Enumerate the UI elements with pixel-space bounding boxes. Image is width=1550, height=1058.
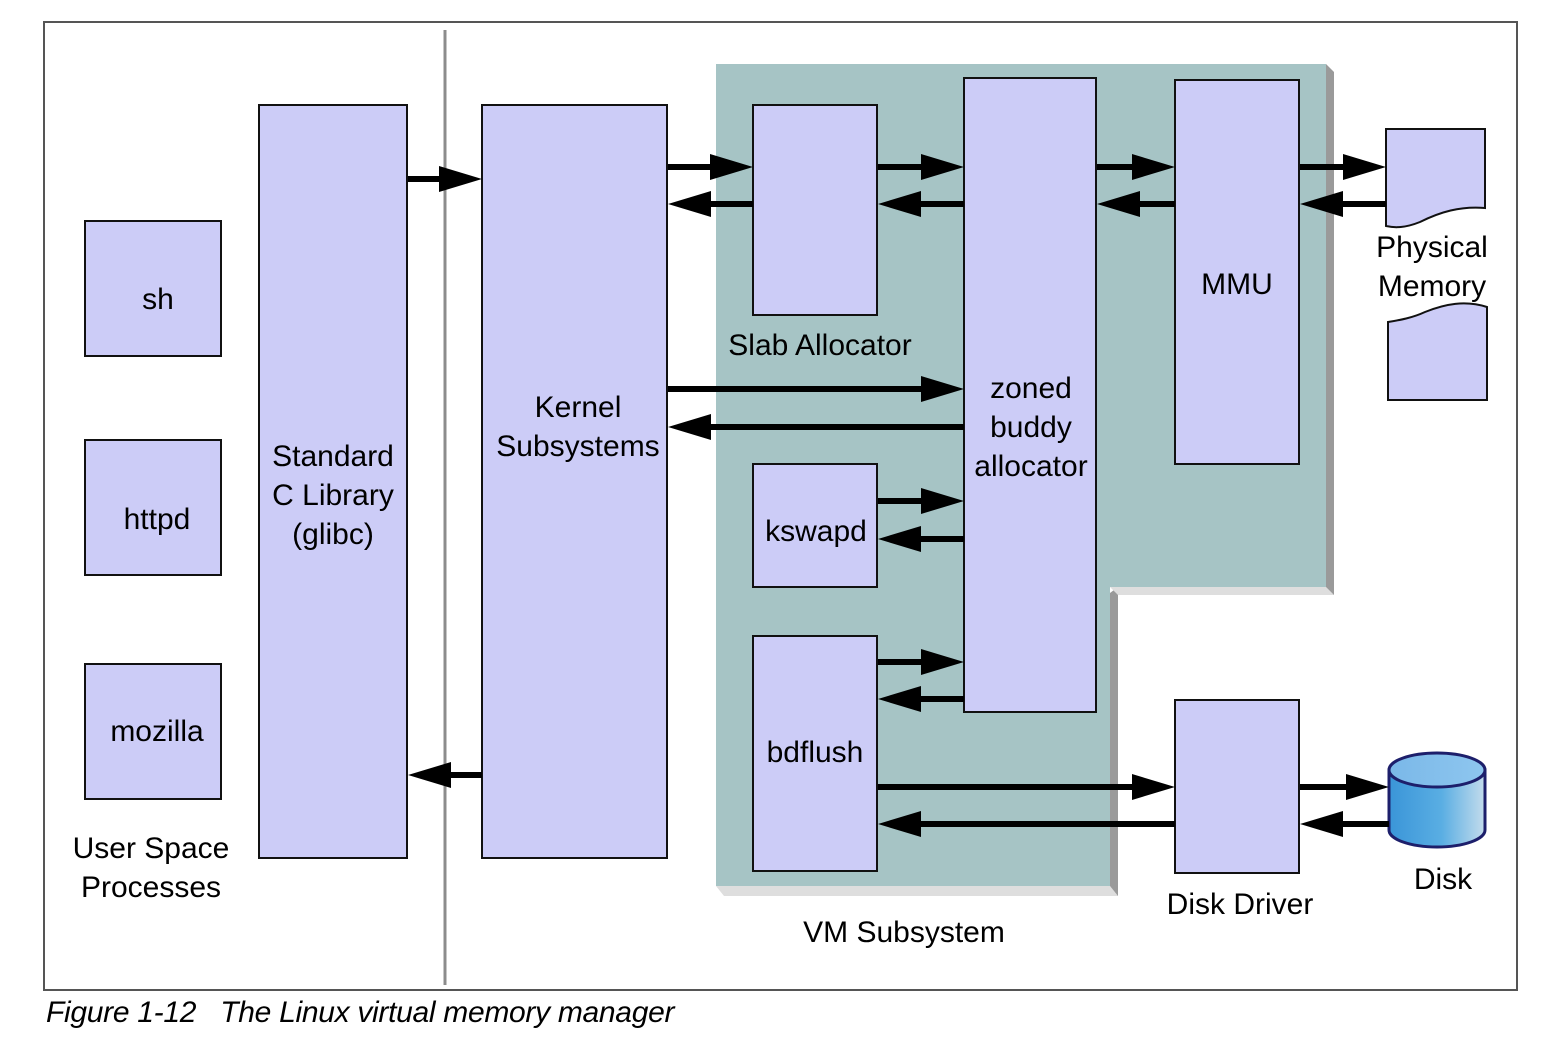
arrow-disk-driver-to-disk [1300,774,1389,800]
arrow-head [1132,154,1175,180]
physical-memory-label-line2: Memory [1378,270,1486,303]
arrow-head [1343,154,1386,180]
kernel-subsystems-box[interactable]: Kernel Subsystems [481,104,668,859]
arrow-disk-driver-to-bdflush [878,811,1175,837]
arrows-layer [408,154,1389,837]
arrow-head [878,526,921,552]
arrow-buddy-to-bdflush [878,686,964,712]
arrow-bdflush-to-disk-driver [878,774,1175,800]
arrow-mmu-to-buddy [1097,191,1175,217]
disk-icon[interactable] [1387,751,1487,849]
arrow-disk-to-disk-driver [1300,811,1389,837]
arrow-kernel-to-buddy [668,376,964,402]
vm-subsystem-label: VM Subsystem [803,916,1005,949]
kswapd-box[interactable]: kswapd [752,463,878,588]
arrow-bdflush-to-buddy [878,649,964,675]
arrow-buddy-to-mmu [1097,154,1175,180]
kernel-label-line2: Subsystems [496,430,659,463]
mmu-label: MMU [1201,268,1273,301]
arrow-buddy-to-kswapd [878,526,964,552]
arrow-mmu-to-physical-memory [1300,154,1386,180]
kernel-label-line1: Kernel [535,391,622,424]
buddy-allocator-box[interactable]: zoned buddy allocator [963,77,1097,713]
arrow-head [921,649,964,675]
arrow-physical-memory-to-mmu [1300,191,1386,217]
arrow-head [668,191,711,217]
disk-label: Disk [1414,863,1473,896]
figure-caption-text: The Linux virtual memory manager [220,996,675,1029]
figure-caption-label: Figure 1-12 [46,996,197,1029]
arrow-head [921,488,964,514]
arrow-head [878,686,921,712]
process-sh-label: sh [142,283,174,316]
figure-caption: Figure 1-12 The Linux virtual memory man… [46,996,674,1030]
process-mozilla-label: mozilla [110,715,204,748]
arrow-head [710,154,753,180]
arrow-slab-to-kernel [668,191,753,217]
arrow-buddy-to-kernel [668,414,964,440]
arrow-kswapd-to-buddy [878,488,964,514]
arrow-head [439,166,482,192]
glibc-box[interactable]: Standard C Library (glibc) [258,104,408,859]
disk-driver-label: Disk Driver [1167,888,1314,921]
bdflush-label: bdflush [767,736,864,769]
slab-allocator-label: Slab Allocator [728,329,911,362]
mmu-box[interactable]: MMU [1174,79,1300,465]
kswapd-label: kswapd [765,515,867,548]
arrow-kernel-to-glibc [408,762,482,788]
arrow-head [921,376,964,402]
arrow-kernel-to-slab [668,154,753,180]
glibc-label-line3: (glibc) [292,518,374,551]
arrow-head [1300,811,1343,837]
arrow-head [921,154,964,180]
arrow-head [878,811,921,837]
arrow-glibc-to-kernel [408,166,482,192]
process-mozilla[interactable]: mozilla [84,663,222,800]
arrow-head [1097,191,1140,217]
arrow-head [1300,191,1343,217]
process-httpd[interactable]: httpd [84,439,222,576]
slab-allocator-box[interactable] [752,104,878,316]
buddy-label-line2: buddy [990,411,1072,444]
arrow-buddy-to-slab [878,191,964,217]
process-sh[interactable]: sh [84,220,222,357]
user-space-label-line1: User Space [73,832,230,865]
glibc-label-line2: C Library [272,479,394,512]
buddy-label-line1: zoned [990,372,1072,405]
glibc-label-line1: Standard [272,440,394,473]
arrow-head [408,762,451,788]
user-space-label-line2: Processes [81,871,221,904]
arrow-head [1132,774,1175,800]
bdflush-box[interactable]: bdflush [752,635,878,872]
arrow-head [878,191,921,217]
arrow-head [668,414,711,440]
buddy-label-line3: allocator [974,450,1087,483]
physical-memory-label-line1: Physical [1376,231,1488,264]
process-httpd-label: httpd [124,503,191,536]
physical-memory-icon[interactable] [1385,128,1488,401]
arrow-slab-to-buddy [878,154,964,180]
arrow-head [1346,774,1389,800]
disk-driver-box[interactable] [1174,699,1300,874]
